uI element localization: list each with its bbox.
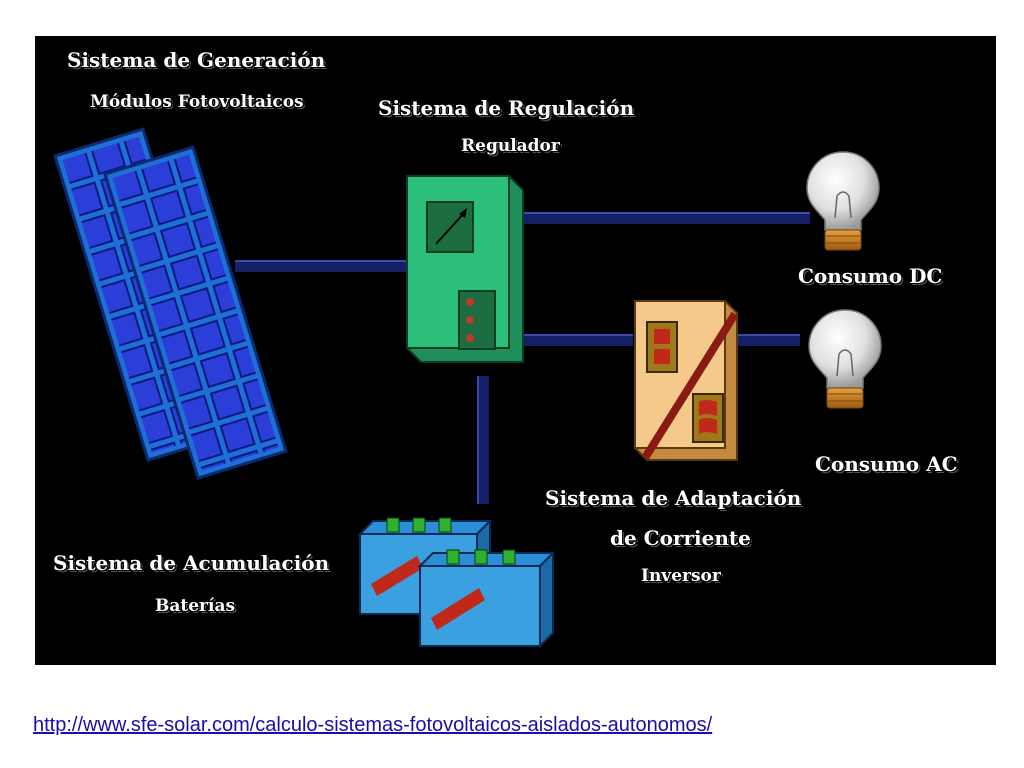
- generation-title: Sistema de Generación: [67, 48, 326, 72]
- source-link[interactable]: http://www.sfe-solar.com/calculo-sistema…: [33, 714, 713, 736]
- battery-back: [357, 517, 493, 617]
- solar-system-diagram: Sistema de Generación Módulos Fotovoltai…: [35, 36, 996, 665]
- accumulation-subtitle: Baterías: [155, 596, 236, 616]
- adaptation-title-line2: de Corriente: [610, 526, 751, 550]
- solar-panel-front: [103, 145, 288, 480]
- regulation-subtitle: Regulador: [461, 136, 560, 156]
- battery-front: [417, 549, 556, 649]
- consumption-dc-label: Consumo DC: [798, 264, 943, 288]
- wires: [235, 212, 810, 504]
- lightbulb-ac-icon: [808, 309, 882, 409]
- lightbulb-dc-icon: [806, 151, 880, 251]
- indicator-lights: [458, 290, 496, 350]
- accumulation-title: Sistema de Acumulación: [53, 551, 330, 575]
- inverter: [634, 300, 739, 461]
- diagram-graphics: [53, 127, 882, 649]
- regulator: [406, 175, 524, 363]
- batteries: [357, 517, 556, 649]
- consumption-ac-label: Consumo AC: [815, 452, 958, 476]
- solar-panels: [53, 127, 288, 480]
- regulation-title: Sistema de Regulación: [378, 96, 635, 120]
- ac-indicator: [692, 393, 724, 443]
- adaptation-title-line1: Sistema de Adaptación: [545, 486, 802, 510]
- adaptation-subtitle: Inversor: [641, 566, 721, 586]
- generation-subtitle: Módulos Fotovoltaicos: [90, 92, 304, 112]
